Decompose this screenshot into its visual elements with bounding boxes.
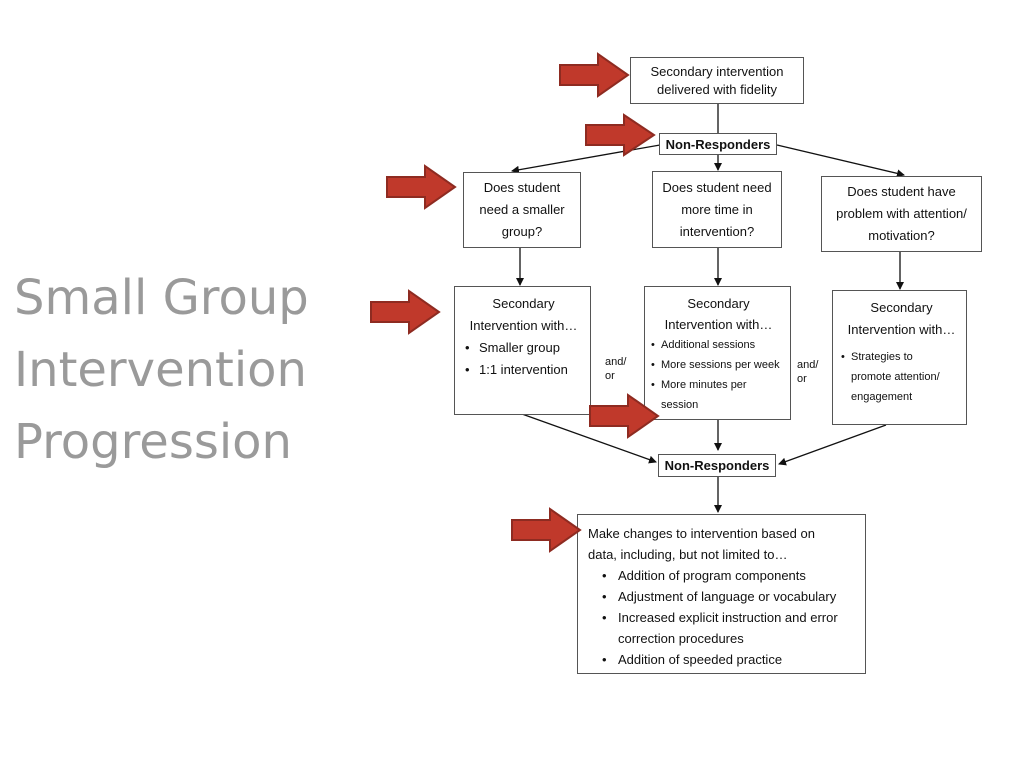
i1-heading-1: Secondary — [492, 296, 555, 311]
q1-line-2: need a smaller — [479, 202, 565, 217]
q2-line-3: intervention? — [679, 223, 755, 239]
i1-bullet-2: 1:1 intervention — [465, 359, 582, 381]
q2-line-1: Does student need — [662, 179, 772, 195]
i3-heading-2: Intervention with… — [847, 322, 956, 337]
connector-i3-to-nr2 — [778, 424, 887, 466]
i1-bullet-list: Smaller group 1:1 intervention — [465, 337, 582, 381]
i1-bullet-1: Smaller group — [465, 337, 582, 359]
changes-bullet-4: Addition of speeded practice — [602, 649, 857, 670]
changes-box: Make changes to intervention based on da… — [577, 514, 866, 674]
title-line-2: Intervention — [14, 342, 307, 398]
fidelity-line-1: Secondary intervention — [650, 63, 784, 79]
i2-bullet-1: Additional sessions — [651, 335, 786, 355]
red-arrow-icon — [589, 393, 660, 439]
and-or-label-2: and/ or — [797, 358, 818, 386]
intervention-box-more-time: Secondary Intervention with… Additional … — [644, 286, 791, 420]
red-arrow-icon — [370, 289, 441, 335]
changes-bullet-list: Addition of program components Adjustmen… — [602, 565, 857, 670]
i2-bullet-3: More minutes per session — [651, 375, 786, 415]
question-box-smaller-group: Does student need a smaller group? — [463, 172, 581, 248]
connector-nr1-to-q3 — [776, 144, 905, 178]
i2-heading-1: Secondary — [687, 296, 750, 311]
non-responders-box-2: Non-Responders — [658, 454, 776, 477]
i2-bullet-list: Additional sessions More sessions per we… — [651, 335, 786, 415]
i2-bullet-2: More sessions per week — [651, 355, 786, 375]
changes-bullet-2: Adjustment of language or vocabulary — [602, 586, 857, 607]
i3-bullet-list: Strategies to promote attention/ engagem… — [841, 347, 962, 407]
i3-heading-1: Secondary — [870, 300, 933, 315]
red-arrow-icon — [386, 164, 457, 210]
non-responders-label-2: Non-Responders — [664, 458, 770, 473]
connector-i1-to-nr2 — [521, 413, 657, 464]
i3-bullet-1: Strategies to promote attention/ engagem… — [841, 347, 962, 407]
non-responders-box-1: Non-Responders — [659, 133, 777, 155]
title-line-1: Small Group — [14, 270, 309, 326]
changes-bullet-3: Increased explicit instruction and error… — [602, 607, 857, 649]
fidelity-line-2: delivered with fidelity — [657, 81, 777, 97]
and-or-label-1: and/ or — [605, 355, 626, 383]
q2-line-2: more time in — [681, 201, 753, 217]
q3-line-3: motivation? — [868, 228, 935, 243]
slide-title: Small Group Intervention Progression — [14, 262, 309, 478]
and-or-1-line-2: or — [605, 370, 615, 382]
and-or-1-line-1: and/ — [605, 356, 627, 368]
red-arrow-icon — [511, 507, 582, 553]
and-or-2-line-1: and/ — [797, 359, 819, 371]
and-or-2-line-2: or — [797, 373, 807, 385]
question-box-attention: Does student have problem with attention… — [821, 176, 982, 252]
q1-line-1: Does student — [483, 180, 561, 195]
fidelity-box: Secondary intervention delivered with fi… — [630, 57, 804, 104]
title-line-3: Progression — [14, 414, 292, 470]
non-responders-label-1: Non-Responders — [665, 136, 771, 152]
i1-heading-2: Intervention with… — [469, 318, 578, 333]
connector-nr1-to-q1 — [511, 144, 661, 174]
question-box-more-time: Does student need more time in intervent… — [652, 171, 782, 248]
q1-line-3: group? — [501, 224, 543, 239]
red-arrow-icon — [559, 52, 630, 98]
q3-line-1: Does student have — [847, 184, 956, 199]
i2-heading-2: Intervention with… — [664, 317, 773, 332]
intervention-box-attention: Secondary Intervention with… Strategies … — [832, 290, 967, 425]
changes-intro: Make changes to intervention based on da… — [588, 526, 815, 562]
red-arrow-icon — [585, 113, 656, 157]
changes-bullet-1: Addition of program components — [602, 565, 857, 586]
intervention-box-smaller-group: Secondary Intervention with… Smaller gro… — [454, 286, 591, 415]
q3-line-2: problem with attention/ — [836, 206, 967, 221]
